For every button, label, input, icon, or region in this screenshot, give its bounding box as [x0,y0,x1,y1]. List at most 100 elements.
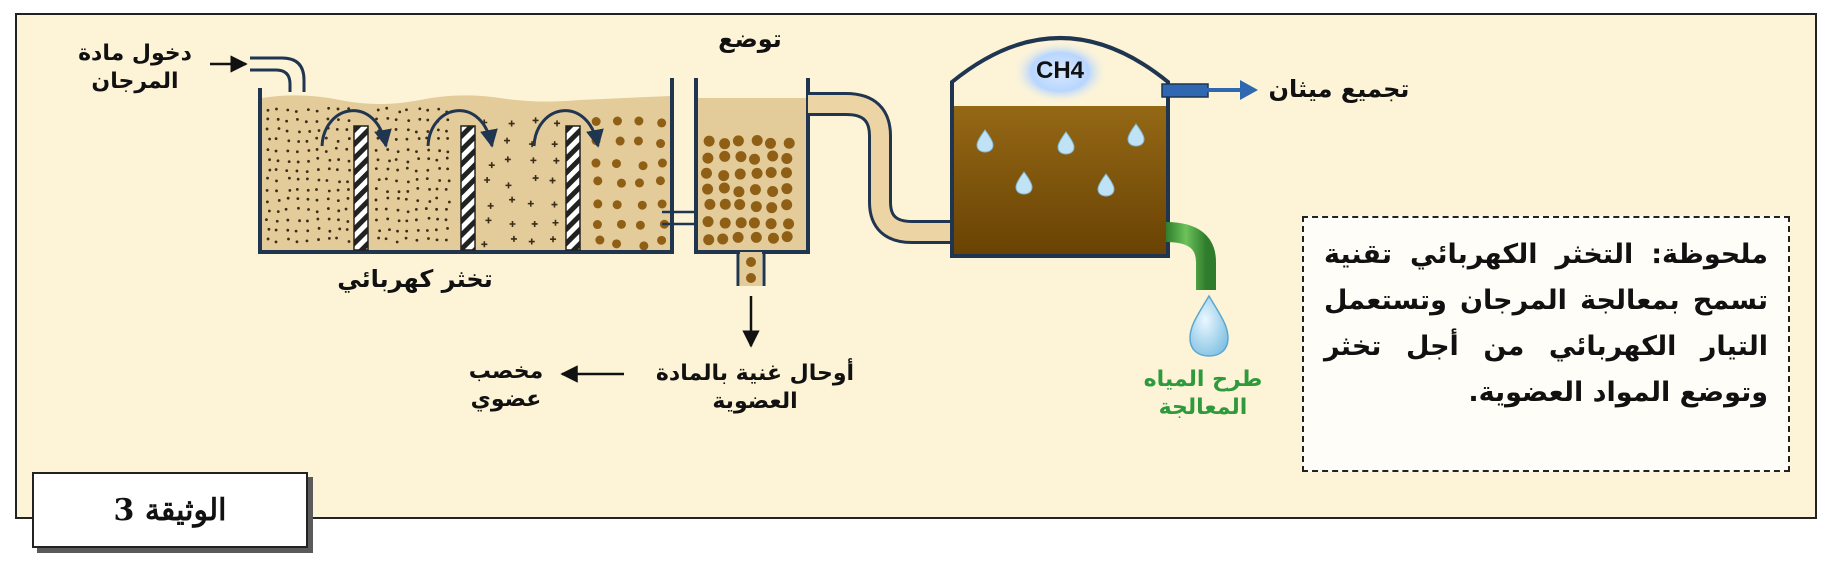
particle-dot [374,167,378,171]
label-settling: توضع [718,25,782,53]
settled-particle [767,150,779,162]
coagulated-particle [591,158,601,168]
particle-dot [295,150,299,154]
particle-dot [405,166,409,170]
particle-dot [348,168,351,172]
particle-dot [375,218,378,222]
particle-dot [317,238,320,241]
particle-dot [326,117,330,121]
particle-dot [414,169,418,173]
settled-particle [735,151,747,163]
settled-particle [750,231,762,243]
particle-dot [397,196,400,200]
particle-dot [407,119,411,122]
particle-dot [435,187,439,191]
particle-dot [414,130,418,134]
particle-dot [385,106,389,110]
particle-dot [375,117,378,121]
document-label-box: الوثيقة 3 [32,472,308,548]
particle-cross [553,157,560,164]
particle-dot [415,178,419,181]
particle-dot [327,236,331,240]
particle-dot [396,229,399,233]
particle-dot [386,167,390,171]
particle-dot [326,207,330,210]
particle-dot [428,187,431,191]
particle-cross [531,220,538,227]
flow-arrow-1 [320,109,392,148]
particle-cross [552,219,559,226]
coagulated-particle [634,178,644,188]
particle-dot [436,217,439,221]
particle-dot [338,180,341,184]
settled-particle [702,152,714,164]
particle-dot [386,190,389,194]
particle-dot [347,119,351,123]
particle-dot [386,217,390,221]
particle-dot [426,130,430,133]
particle-dot [286,149,290,153]
particle-dot [435,207,438,211]
particle-dot [315,136,319,140]
particle-dot [315,188,318,191]
tank-wall [258,88,674,254]
coagulated-particle [616,178,626,188]
particle-dot [444,238,448,242]
particle-dot [266,117,270,121]
electrode-1 [353,125,369,251]
settled-particle [719,217,731,229]
particle-dot [315,120,319,123]
methane-outlet-pipe [1161,83,1209,98]
particle-dot [347,240,351,243]
particle-dot [315,109,319,113]
settled-particle [719,138,731,150]
particle-dot [274,228,278,232]
particle-dot [265,127,269,131]
particle-dot [315,148,319,151]
particle-dot [265,200,269,204]
particle-dot [405,137,409,141]
particle-dot [347,159,351,163]
label-treated-water: طرح المياه المعالجة [1143,367,1263,420]
particle-dot [287,237,290,241]
particle-dot [376,158,380,162]
particle-dot [298,130,301,134]
flow-arrow-2 [426,109,498,148]
particle-dot [374,187,378,190]
settled-particle [719,198,731,210]
particle-dot [336,107,340,111]
particle-dot [437,136,440,140]
settled-particle [781,183,793,195]
particle-cross [481,241,488,248]
treated-water-pipe [1165,222,1216,290]
particle-dot [297,140,301,143]
particle-dot [274,149,278,153]
particle-dot [337,118,340,122]
settled-particle [767,185,779,197]
particle-dot [328,158,332,162]
settled-particle [751,135,763,147]
particle-dot [276,159,280,163]
particle-dot [306,188,310,192]
particle-dot [335,236,338,240]
gas-bubble [1127,123,1145,147]
settled-particle [751,167,763,179]
particle-dot [274,240,278,244]
settled-particle [781,199,793,211]
label-methane-collection: تجميع ميثان [1268,75,1410,103]
settling-tank [694,78,810,348]
particle-dot [338,227,342,231]
note-box: ملحوظة: التخثر الكهربائي تقنية تسمح بمعا… [1302,216,1790,472]
settled-particle [735,217,747,229]
particle-dot [417,157,421,161]
particle-dot [376,108,380,112]
particle-dot [335,128,339,131]
particle-dot [295,169,299,173]
particle-dot [436,128,440,132]
coagulated-particle [591,117,601,127]
particle-cross [551,141,558,148]
particle-dot [317,178,321,182]
particle-dot [296,197,300,201]
particle-dot [305,170,309,174]
particle-dot [307,208,310,211]
